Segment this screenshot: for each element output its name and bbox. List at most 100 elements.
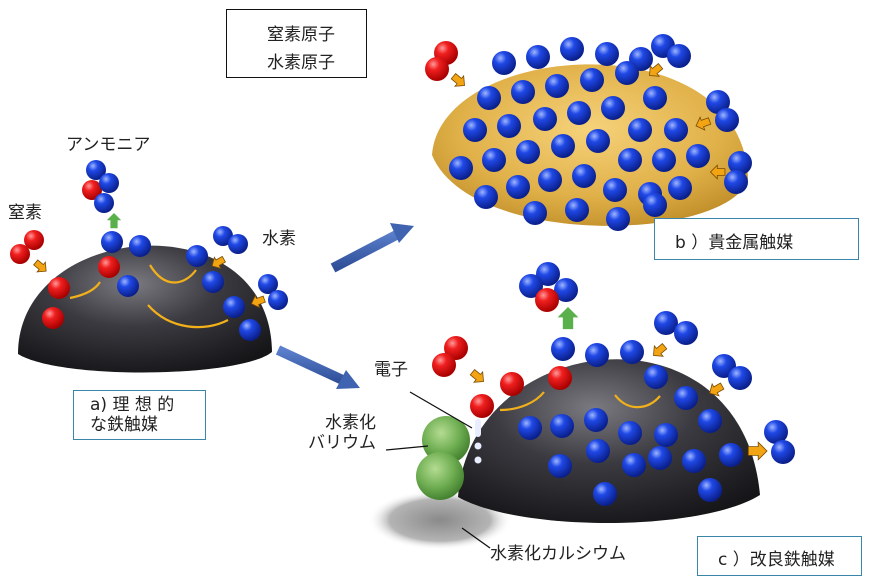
adsorption-arrow — [211, 255, 226, 269]
hydrogen-atom — [538, 168, 562, 192]
barium-hydride-sphere — [422, 416, 470, 464]
panel-c-box: c ）改良鉄触媒 — [697, 536, 862, 576]
hydrogen-atom — [601, 96, 625, 120]
electron-dot — [475, 419, 481, 437]
label-nitrogen: 窒素 — [8, 203, 42, 223]
hydrogen-atom — [511, 80, 535, 104]
hydrogen-atom — [94, 193, 114, 213]
hydrogen-atom — [586, 439, 610, 463]
hydrogen-atom — [585, 343, 609, 367]
panel-b-box: b ）貴金属触媒 — [654, 218, 859, 260]
hydrogen-atom — [593, 482, 617, 506]
hydrogen-atom — [644, 365, 668, 389]
label-hydrogen: 水素 — [262, 229, 296, 249]
hydrogen-atom — [622, 453, 646, 477]
hydrogen-atom — [682, 449, 706, 473]
nitrogen-atom — [10, 244, 30, 264]
migration-path — [499, 391, 545, 412]
hydrogen-atom — [213, 226, 233, 246]
hydrogen-atom — [643, 86, 667, 110]
release-arrow — [557, 307, 579, 330]
hydrogen-atom — [668, 176, 692, 200]
legend: 窒素原子 水素原子 — [226, 9, 367, 78]
nitrogen-atom — [548, 366, 572, 390]
hydrogen-atom — [771, 440, 795, 464]
hydrogen-atom — [550, 414, 574, 438]
hydrogen-atom — [572, 164, 596, 188]
hydrogen-atom — [526, 45, 550, 69]
hydrogen-atom — [258, 274, 278, 294]
calcium-pointer — [461, 527, 491, 549]
hydrogen-atom — [548, 454, 572, 478]
hydrogen-atom — [724, 170, 748, 194]
adsorption-arrow — [469, 369, 484, 383]
hydrogen-atom — [474, 185, 498, 209]
hydrogen-atom — [643, 193, 667, 217]
electron-dot — [474, 442, 482, 450]
hydrogen-atom — [449, 156, 473, 180]
nitrogen-atom — [432, 353, 456, 377]
hydrogen-atom — [618, 148, 642, 172]
hydrogen-atom — [606, 207, 630, 231]
hydrogen-atom — [654, 311, 678, 335]
adsorption-arrow — [709, 164, 726, 180]
hydrogen-atom — [536, 262, 560, 286]
hydrogen-atom — [551, 337, 575, 361]
adsorption-arrow — [450, 73, 465, 87]
hydrogen-atom — [223, 296, 245, 318]
nitrogen-atom — [470, 394, 494, 418]
hydrogen-atom — [545, 74, 569, 98]
adsorption-arrow — [695, 116, 712, 131]
hydrogen-atom — [667, 44, 691, 68]
label-ammonia: アンモニア — [66, 135, 151, 155]
hydrogen-atom — [228, 234, 248, 254]
adsorption-arrow — [653, 343, 668, 357]
adsorption-arrow — [747, 441, 768, 461]
hydrogen-atom — [595, 42, 619, 66]
barium-hydride-sphere — [416, 452, 464, 500]
hydrogen-atom — [202, 271, 224, 293]
hydrogen-atom — [728, 366, 752, 390]
hydrogen-atom — [664, 118, 688, 142]
nitrogen-atom — [500, 372, 524, 396]
hydrogen-atom — [706, 90, 730, 114]
hydrogen-atom — [268, 290, 288, 310]
migration-path — [69, 281, 101, 300]
hydrogen-atom — [567, 101, 591, 125]
hydrogen-atom — [728, 151, 752, 175]
hydrogen-atom — [615, 61, 639, 85]
arrow-to-improved-iron — [275, 345, 360, 389]
hydrogen-atom — [603, 178, 627, 202]
hydrogen-atom — [580, 68, 604, 92]
hydrogen-atom — [492, 51, 516, 75]
hydrogen-atom — [497, 114, 521, 138]
hydrogen-atom — [99, 173, 119, 193]
hydrogen-atom — [674, 321, 698, 345]
panel-a-box: a) 理 想 的 な鉄触媒 — [73, 390, 206, 440]
hydrogen-atom — [463, 118, 487, 142]
hydrogen-atom — [686, 144, 710, 168]
panel-a-label: a) 理 想 的 な鉄触媒 — [90, 395, 175, 435]
hydrogen-atom — [586, 129, 610, 153]
nitrogen-atom — [42, 307, 64, 329]
barium-pointer — [385, 445, 429, 451]
legend-hydrogen-label: 水素原子 — [267, 53, 335, 73]
hydrogen-atom — [518, 416, 542, 440]
hydrogen-atom — [719, 443, 743, 467]
hydrogen-atom — [698, 409, 722, 433]
nitrogen-atom — [82, 180, 102, 200]
hydrogen-atom — [482, 148, 506, 172]
hydrogen-atom — [648, 446, 672, 470]
legend-nitrogen-label: 窒素原子 — [267, 25, 335, 45]
electron-pointer — [409, 391, 473, 429]
hydrogen-atom — [652, 148, 676, 172]
nitrogen-atom — [444, 336, 468, 360]
hydrogen-atom — [477, 86, 501, 110]
label-electron: 電子 — [374, 360, 408, 380]
hydrogen-atom — [101, 231, 123, 253]
adsorption-arrow — [709, 382, 725, 397]
hydrogen-atom — [86, 160, 106, 180]
nitrogen-atom — [24, 230, 44, 250]
